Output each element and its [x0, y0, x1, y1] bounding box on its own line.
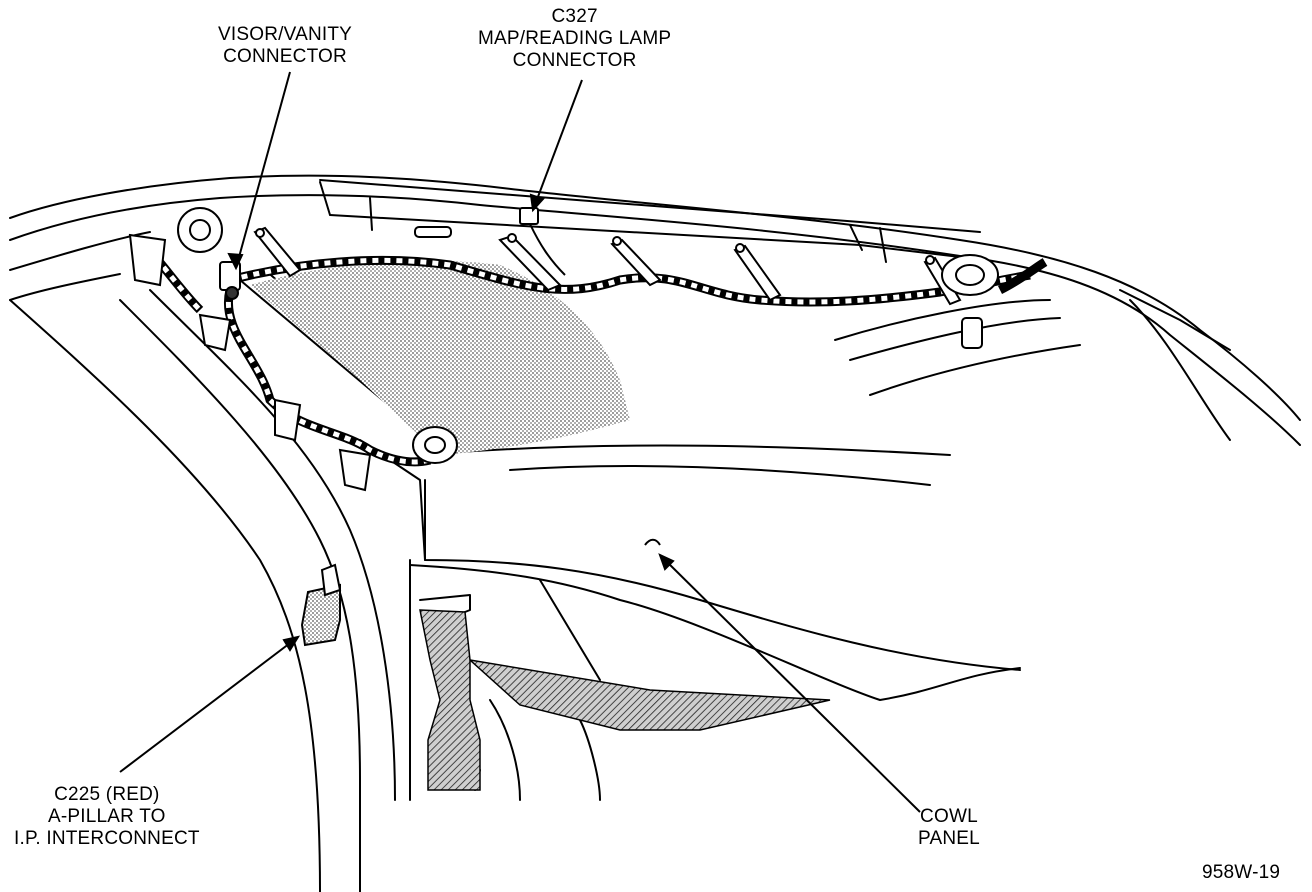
map-lamp-label-line-2: MAP/READING LAMP: [478, 28, 672, 49]
a-pillar-inner: [9, 299, 321, 892]
roof-edge-3: [9, 231, 151, 271]
cowl-top: [419, 444, 951, 456]
roof-edge-4: [9, 273, 121, 301]
visor-connector: [177, 207, 241, 300]
cowl-panel-label: COWL PANEL: [918, 806, 980, 850]
figure-id: 958W-19: [1202, 862, 1281, 883]
visor-leader: [235, 71, 291, 269]
a-pillar-outer: [119, 299, 361, 892]
map-lamp-label-line-1: C327: [551, 6, 598, 27]
cowl-leader: [659, 554, 921, 813]
c225-leader: [119, 636, 299, 773]
visor-label-line-2: CONNECTOR: [223, 46, 347, 67]
roof-outer-edge: [9, 174, 1301, 421]
cowl-label-line-1: COWL: [920, 806, 978, 827]
pillar-trim-hatch: [419, 609, 481, 791]
right-grommet: [941, 254, 1048, 349]
c225-connector-label: C225 (RED) A-PILLAR TO I.P. INTERCONNECT: [14, 784, 200, 850]
visor-label-line-1: VISOR/VANITY: [218, 24, 353, 45]
visor-connector-label: VISOR/VANITY CONNECTOR: [218, 24, 352, 68]
cowl-lower: [409, 564, 1021, 701]
map-lamp-label-line-3: CONNECTOR: [512, 50, 637, 71]
roof-inner-edge: [9, 194, 1301, 446]
headliner-shaded: [250, 260, 630, 455]
c225-connector: [300, 563, 342, 647]
map-lamp-connector: [519, 207, 566, 276]
header-rail-top: [319, 179, 981, 233]
lamp-opening: [414, 226, 452, 238]
c225-label-line-3: I.P. INTERCONNECT: [14, 828, 200, 849]
cowl-label-line-2: PANEL: [918, 828, 980, 849]
map-lamp-leader: [532, 79, 583, 211]
c225-label-line-1: C225 (RED): [54, 784, 160, 805]
c225-label-line-2: A-PILLAR TO: [48, 806, 166, 827]
map-lamp-connector-label: C327 MAP/READING LAMP CONNECTOR: [478, 6, 671, 72]
ip-upper-hatch: [467, 658, 831, 731]
